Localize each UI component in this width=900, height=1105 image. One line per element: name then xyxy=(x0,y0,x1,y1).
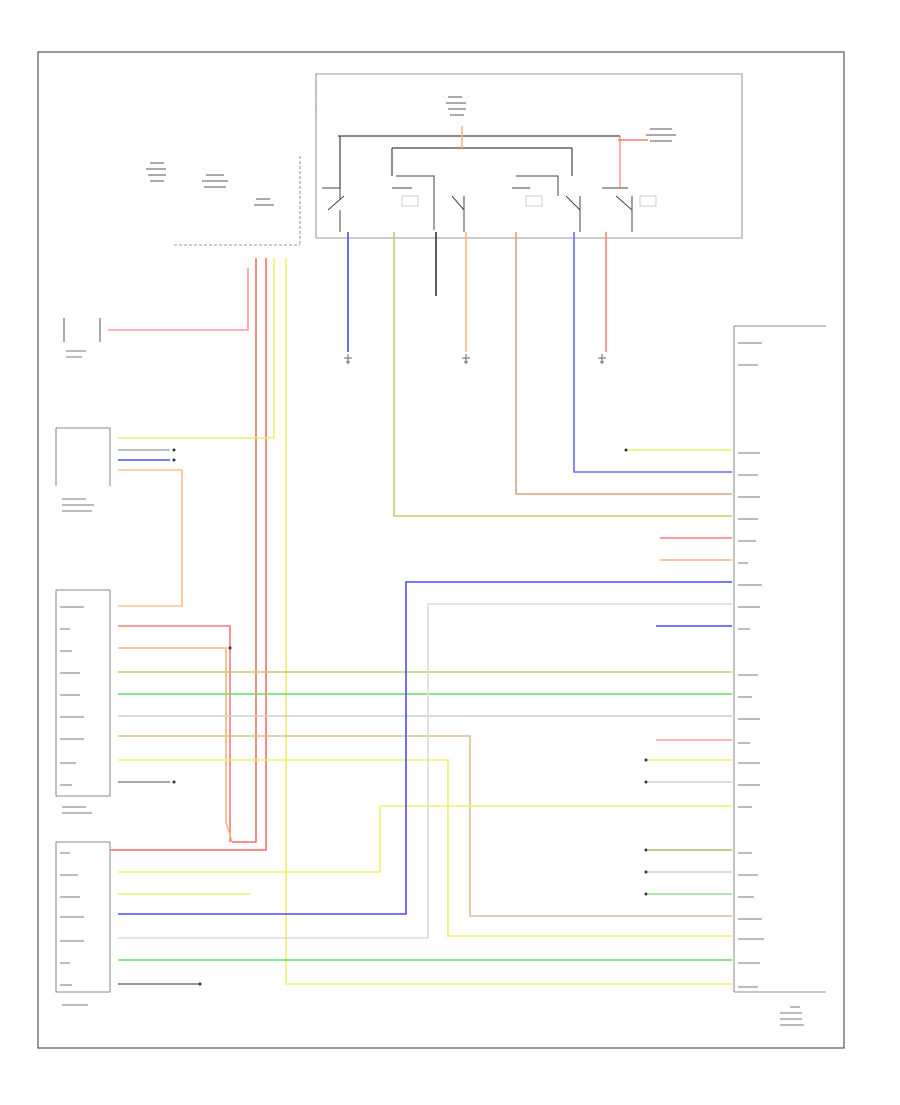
module-captions xyxy=(62,350,804,1026)
wire-blue-2 xyxy=(573,232,732,473)
wire-red-vert-c xyxy=(110,258,267,851)
wires xyxy=(108,126,732,985)
component-captions-top xyxy=(146,96,676,206)
wire-yellow-vert-b xyxy=(285,258,732,985)
wire-yellow-upper xyxy=(118,805,732,873)
switch-top xyxy=(174,156,301,246)
wire-lightgray xyxy=(118,603,732,939)
left-module-pins xyxy=(60,606,84,986)
left-module-2 xyxy=(55,589,111,797)
wire-orange-2 xyxy=(515,232,732,495)
diagram-border xyxy=(37,51,845,1049)
wire-red-vert-a xyxy=(108,268,249,331)
right-module xyxy=(733,325,826,993)
wire-blue-big xyxy=(118,581,732,915)
wire-green-yellow-top xyxy=(393,232,732,517)
wire-orange-left xyxy=(118,470,183,607)
wire-tan-long xyxy=(118,735,732,917)
relay-2 xyxy=(392,175,465,232)
relay-bus-wires xyxy=(339,136,621,188)
right-module-pins xyxy=(738,342,764,988)
ground-symbols xyxy=(344,354,606,364)
relay-box xyxy=(315,73,743,239)
wire-yellow-vert-a xyxy=(118,258,275,439)
connector-dots xyxy=(172,448,648,986)
left-module-3 xyxy=(55,841,111,993)
relay-3 xyxy=(512,175,581,232)
wire-orange-loop xyxy=(118,647,233,843)
relay-4 xyxy=(602,187,633,232)
wire-red-loop xyxy=(118,625,231,842)
door-switch xyxy=(63,318,101,342)
wire-red-vert-b xyxy=(232,258,257,843)
left-module-1 xyxy=(55,427,111,486)
relay-1 xyxy=(322,187,345,232)
wire-yellow-mid xyxy=(118,759,732,937)
